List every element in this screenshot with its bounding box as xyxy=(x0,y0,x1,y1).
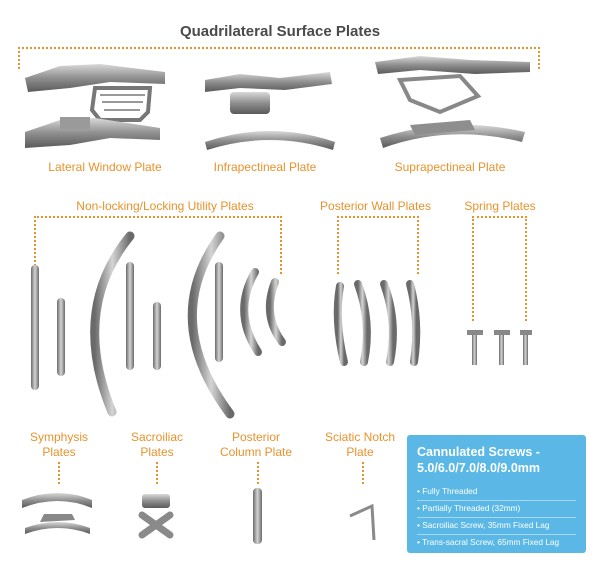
screw-list: Fully Threaded Partially Threaded (32mm)… xyxy=(417,484,576,551)
sciatic-notch-bracket xyxy=(362,462,364,484)
posterior-wall-plates-image xyxy=(333,280,421,366)
spring-plates-image xyxy=(467,330,532,365)
label-spring-plates: Spring Plates xyxy=(464,199,536,213)
suprapectineal-plate-image xyxy=(375,56,530,148)
quadrilateral-bracket xyxy=(18,47,540,69)
label-sacroiliac-plates: Sacroiliac Plates xyxy=(130,430,184,459)
screw-item: Fully Threaded xyxy=(417,484,576,501)
screw-item: Trans-sacral Screw, 65mm Fixed Lag xyxy=(417,535,576,551)
sacroiliac-plates-image xyxy=(138,494,174,539)
posterior-column-plate-image xyxy=(253,488,262,544)
posterior-wall-bracket xyxy=(337,216,419,274)
sciatic-notch-plate-image xyxy=(349,503,376,541)
screw-item: Partially Threaded (32mm) xyxy=(417,501,576,518)
lateral-window-plate-image xyxy=(25,64,165,148)
label-suprapectineal-plate: Suprapectineal Plate xyxy=(394,160,506,174)
utility-plates-image xyxy=(31,231,286,419)
spring-bracket xyxy=(472,216,527,321)
screw-item: Sacroiliac Screw, 35mm Fixed Lag xyxy=(417,518,576,535)
infrapectineal-plate-image xyxy=(205,72,335,150)
page-title: Quadrilateral Surface Plates xyxy=(179,23,381,40)
symphysis-bracket xyxy=(58,462,60,484)
sacroiliac-bracket xyxy=(156,462,158,484)
posterior-column-bracket xyxy=(257,462,259,484)
symphysis-plates-image xyxy=(22,493,92,534)
cannulated-screws-heading: Cannulated Screws - 5.0/6.0/7.0/8.0/9.0m… xyxy=(417,445,541,475)
utility-bracket xyxy=(34,216,282,274)
label-sciatic-notch-plate: Sciatic Notch Plate xyxy=(324,430,396,459)
label-posterior-wall-plates: Posterior Wall Plates xyxy=(320,199,431,213)
label-utility-plates: Non-locking/Locking Utility Plates xyxy=(76,199,254,213)
label-infrapectineal-plate: Infrapectineal Plate xyxy=(213,160,317,174)
cannulated-screws-box: Cannulated Screws - 5.0/6.0/7.0/8.0/9.0m… xyxy=(407,435,586,553)
label-lateral-window-plate: Lateral Window Plate xyxy=(48,160,162,174)
label-symphysis-plates: Symphysis Plates xyxy=(29,430,88,459)
label-posterior-column-plate: Posterior Column Plate xyxy=(219,430,293,459)
